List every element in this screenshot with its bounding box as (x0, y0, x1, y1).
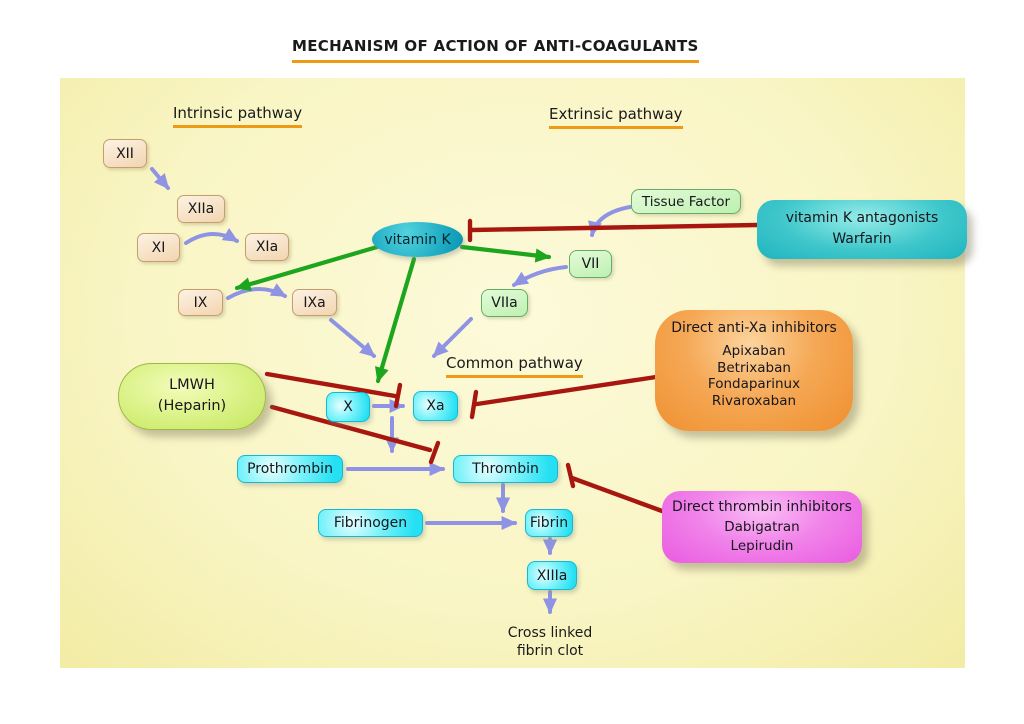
node-factor-xia: XIa (245, 233, 289, 261)
node-factor-xii: XII (103, 139, 147, 168)
dti-drug-lepirudin: Lepirudin (730, 538, 794, 554)
lmwh-name: LMWH (169, 377, 215, 393)
dti-title: Direct thrombin inhibitors (672, 499, 852, 515)
node-factor-ix: IX (178, 289, 223, 316)
node-factor-xiia: XIIa (177, 195, 225, 223)
antixa-drug-fondaparinux: Fondaparinux (707, 376, 801, 392)
node-prothrombin: Prothrombin (237, 455, 343, 483)
node-fibrin: Fibrin (525, 509, 573, 537)
antixa-drug-betrixaban: Betrixaban (717, 359, 791, 376)
node-thrombin: Thrombin (453, 455, 558, 483)
node-factor-xa: Xa (413, 391, 458, 421)
clot-line-1: Cross linked (507, 625, 593, 641)
vka-drug-warfarin: Warfarin (832, 231, 892, 247)
node-factor-viia: VIIa (481, 289, 528, 317)
node-tissue-factor: Tissue Factor (631, 189, 741, 214)
cross-linked-fibrin-clot-label: Cross linked fibrin clot (495, 624, 605, 660)
drug-box-lmwh-heparin: LMWH (Heparin) (118, 363, 266, 430)
vka-title: vitamin K antagonists (785, 210, 939, 226)
lmwh-alt-name: (Heparin) (157, 398, 227, 414)
page-title: MECHANISM OF ACTION OF ANTI-COAGULANTS (292, 37, 699, 63)
node-factor-x: X (326, 392, 370, 422)
antixa-title: Direct anti-Xa inhibitors (671, 320, 837, 336)
node-factor-xiiia: XIIIa (527, 561, 577, 590)
node-factor-ixa: IXa (292, 289, 337, 316)
common-pathway-label: Common pathway (446, 354, 583, 378)
node-vitamin-k: vitamin K (372, 222, 463, 257)
dti-drug-dabigatran: Dabigatran (724, 519, 800, 535)
node-fibrinogen: Fibrinogen (318, 509, 423, 537)
node-factor-xi: XI (137, 233, 180, 262)
extrinsic-pathway-label: Extrinsic pathway (549, 105, 683, 129)
clot-line-2: fibrin clot (516, 643, 584, 659)
antixa-drug-rivaroxaban: Rivaroxaban (711, 392, 797, 409)
drug-box-vitamin-k-antagonists: vitamin K antagonists Warfarin (757, 200, 967, 259)
node-factor-vii: VII (569, 250, 612, 278)
drug-box-direct-anti-xa-inhibitors: Direct anti-Xa inhibitors Apixaban Betri… (655, 310, 853, 431)
drug-box-direct-thrombin-inhibitors: Direct thrombin inhibitors Dabigatran Le… (662, 491, 862, 563)
intrinsic-pathway-label: Intrinsic pathway (173, 104, 303, 128)
antixa-drug-apixaban: Apixaban (722, 343, 786, 359)
